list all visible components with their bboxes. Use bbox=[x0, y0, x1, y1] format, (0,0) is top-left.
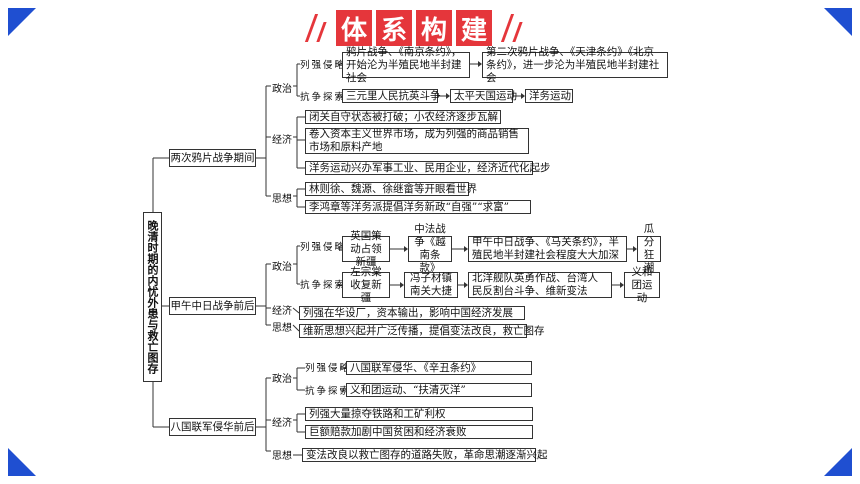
event-node: 第二次鸦片战争、《天津条约》《北京条约》，进一步沦为半殖民地半封建社会 bbox=[482, 46, 668, 84]
event-node: 列强在华设厂，资本输出，影响中国经济发展 bbox=[299, 306, 525, 320]
event-node: 太平天国运动 bbox=[450, 89, 517, 103]
page-title: 体 系 构 建 bbox=[304, 8, 550, 48]
event-node: 义和团运动、“扶清灭洋” bbox=[346, 383, 532, 397]
category-label: 政治 bbox=[272, 262, 292, 273]
event-node: 义和团运动 bbox=[624, 266, 660, 304]
category-label: 经济 bbox=[272, 418, 292, 429]
category-label: 政治 bbox=[272, 374, 292, 385]
event-node: 林则徐、魏源、徐继畲等开眼看世界 bbox=[305, 182, 477, 196]
event-node: 变法改良以救亡图存的道路失败，革命思潮逐渐兴起 bbox=[302, 448, 548, 462]
event-node: 英国策动占领新疆 bbox=[342, 230, 390, 268]
event-node: 甲午中日战争、《马关条约》，半殖民地半封建社会程度大大加深 bbox=[468, 236, 627, 262]
category-label: 经济 bbox=[272, 135, 292, 146]
corner-decoration-bottom-left bbox=[8, 448, 36, 476]
title-char: 系 bbox=[376, 10, 412, 46]
event-node: 维新思想兴起并广泛传播，提倡变法改良，救亡图存 bbox=[299, 324, 545, 338]
event-node: 中法战争《越南条款》 bbox=[408, 223, 452, 274]
root-node: 晚清时期的内忧外患与救亡图存 bbox=[143, 212, 162, 382]
subcategory-label: 抗争探索 bbox=[300, 92, 347, 103]
event-node: 卷入资本主义世界市场，成为列强的商品销售市场和原料产地 bbox=[305, 128, 529, 154]
subcategory-label: 列强侵略 bbox=[300, 60, 347, 71]
event-node: 闭关自守状态被打破；小农经济逐步瓦解 bbox=[305, 110, 501, 124]
category-label: 政治 bbox=[272, 84, 292, 95]
subcategory-label: 抗争探索 bbox=[300, 280, 347, 291]
title-char: 建 bbox=[456, 10, 492, 46]
category-label: 思想 bbox=[272, 323, 292, 334]
event-node: 瓜分狂潮 bbox=[637, 223, 661, 274]
event-node: 左宗棠收复新疆 bbox=[342, 266, 390, 304]
event-node: 巨额赔款加剧中国贫困和经济衰败 bbox=[305, 425, 533, 439]
event-node: 八国联军侵华、《辛丑条约》 bbox=[346, 361, 532, 375]
subcategory-label: 列强侵略 bbox=[305, 363, 352, 374]
event-node: 鸦片战争、《南京条约》，开始沦为半殖民地半封建社会 bbox=[342, 46, 470, 84]
period-node: 甲午中日战争前后 bbox=[169, 297, 256, 315]
corner-decoration-top-right bbox=[824, 8, 852, 36]
event-node: 冯子材镇南关大捷 bbox=[404, 272, 458, 298]
event-node: 洋务运动 bbox=[525, 89, 573, 103]
category-label: 思想 bbox=[272, 451, 292, 462]
category-label: 经济 bbox=[272, 306, 292, 317]
subcategory-label: 抗争探索 bbox=[305, 386, 352, 397]
corner-decoration-top-left bbox=[8, 8, 36, 36]
event-node: 北洋舰队英勇作战、台湾人民反割台斗争、维新变法 bbox=[468, 272, 612, 298]
corner-decoration-bottom-right bbox=[824, 448, 852, 476]
event-node: 李鸿章等洋务派提倡洋务新政“自强”“求富” bbox=[305, 200, 531, 214]
title-char: 体 bbox=[336, 10, 372, 46]
period-node: 两次鸦片战争期间 bbox=[169, 149, 256, 167]
title-chars: 体 系 构 建 bbox=[336, 10, 492, 46]
event-node: 洋务运动兴办军事工业、民用企业，经济近代化起步 bbox=[305, 161, 551, 175]
event-node: 列强大量掠夺铁路和工矿利权 bbox=[305, 407, 533, 421]
event-node: 三元里人民抗英斗争 bbox=[342, 89, 441, 103]
period-node: 八国联军侵华前后 bbox=[169, 418, 256, 436]
title-char: 构 bbox=[416, 10, 452, 46]
category-label: 思想 bbox=[272, 194, 292, 205]
subcategory-label: 列强侵略 bbox=[300, 242, 347, 253]
